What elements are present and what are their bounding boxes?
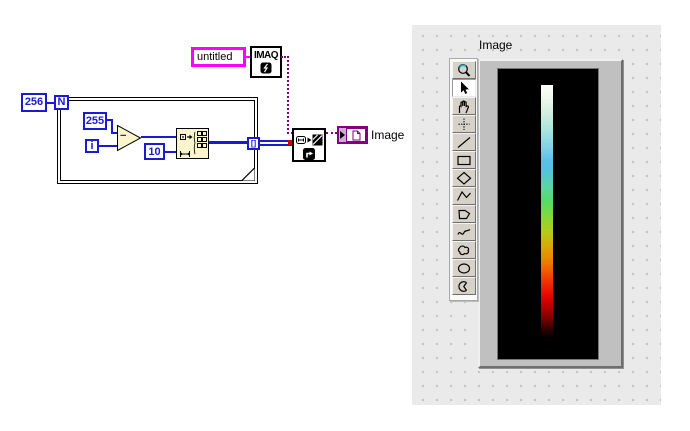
freehand-line-icon [455,225,473,240]
zoom-icon [455,63,473,78]
loop-output-tunnel[interactable]: [] [247,137,260,150]
tool-button-point[interactable] [451,115,476,133]
tool-button-rotated-rect[interactable] [451,169,476,187]
wire-imaq-create-h2[interactable] [287,132,293,134]
imaq-create-glyph-icon [260,62,272,74]
wire-10-to-initarray[interactable] [165,151,176,153]
line-icon [455,135,473,150]
wire-string[interactable] [246,56,251,58]
rotated-rect-icon [455,171,473,186]
wire-255-v[interactable] [111,119,113,134]
indicator-type-cell [346,128,366,142]
tool-button-zoom[interactable] [451,61,476,79]
loop-count-terminal[interactable]: N [54,95,69,110]
tool-button-polyline[interactable] [451,187,476,205]
imaq-arraytoimage-node[interactable] [292,128,326,162]
front-panel: Image [412,25,661,405]
initialize-array-icon [176,128,209,159]
image-page-icon [352,130,360,140]
freehand-region-icon [455,243,473,258]
max-constant-label: 255 [85,115,105,127]
pan-icon [455,99,473,114]
count-constant-256[interactable]: 256 [21,93,47,112]
wire-arraytoimage-to-indicator[interactable] [326,132,337,134]
image-indicator-terminal[interactable] [337,126,368,144]
wire-255-h1[interactable] [107,119,113,121]
imaq-arraytoimage-icon [292,128,326,162]
iteration-terminal[interactable]: i [85,139,99,153]
tool-button-polygon[interactable] [451,205,476,223]
tool-button-rectangle[interactable] [451,151,476,169]
size-constant-10[interactable]: 10 [144,143,165,160]
size-constant-label: 10 [148,146,161,158]
cursor-icon [455,81,473,96]
subtract-sign: − [120,130,127,142]
tool-button-oval[interactable] [451,259,476,277]
indicator-arrow-icon [340,131,345,139]
tool-button-freehand-region[interactable] [451,241,476,259]
wire-imaq-create-h[interactable] [281,56,289,58]
wire-subtract-to-initarray[interactable] [141,136,176,138]
point-icon [455,117,473,132]
subtract-node[interactable]: − [117,124,142,152]
image-display-label: Image [479,38,513,52]
block-diagram: 256 N 255 i − 10 [21,46,405,184]
annulus-icon [455,279,473,294]
polygon-icon [455,207,473,222]
oval-icon [455,261,473,276]
wire-count-to-n[interactable] [47,102,54,104]
image-indicator-label: Image [371,128,405,142]
tool-button-cursor[interactable] [451,79,476,97]
max-constant-255[interactable]: 255 [83,112,107,130]
tool-button-annulus[interactable] [451,277,476,295]
tool-button-freehand-line[interactable] [451,223,476,241]
initialize-array-node[interactable] [176,128,209,159]
image-name-constant[interactable]: untitled [191,47,246,67]
image-gradient-bar [541,85,553,338]
polyline-icon [455,189,473,204]
loop-corner-notch [242,168,255,181]
subtract-triangle [117,124,142,152]
rectangle-icon [455,153,473,168]
coercion-dot [288,140,293,145]
count-constant-label: 256 [24,96,44,108]
wire-255-h2[interactable] [111,132,118,134]
indicator-direction-cell [339,128,346,142]
tool-button-line[interactable] [451,133,476,151]
wire-i-to-subtract[interactable] [99,145,118,147]
imaq-create-label: IMAQ [253,50,279,61]
tunnel-glyph: [] [250,139,257,148]
tool-button-pan[interactable] [451,97,476,115]
wire-imaq-create-v[interactable] [287,56,289,134]
n-label: N [57,96,66,108]
wire-initarray-to-tunnel[interactable] [209,141,247,144]
image-name-text: untitled [197,51,233,63]
i-label: i [90,140,94,152]
image-toolbar [449,58,478,301]
wire-tunnel-to-arraytoimage[interactable] [260,140,292,146]
imaq-create-node[interactable]: IMAQ [250,46,282,78]
